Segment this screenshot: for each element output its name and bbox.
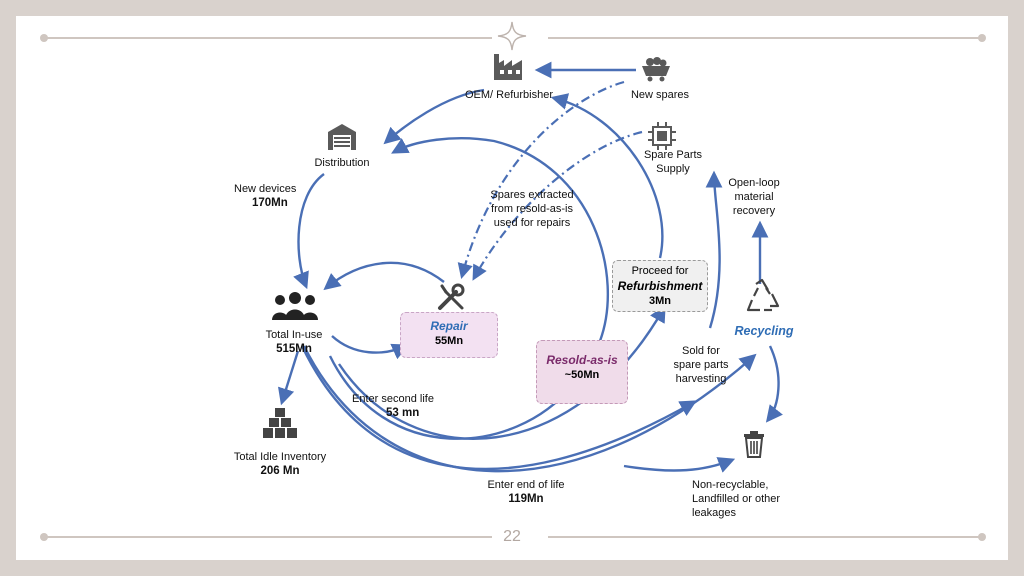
- resold-value: ~50Mn: [564, 369, 600, 381]
- new-spares-label: New spares: [630, 89, 690, 101]
- new-devices-label: New devices 170Mn: [234, 182, 324, 210]
- open-loop-line2: material: [734, 191, 774, 203]
- sold-for-spare-line3: harvesting: [675, 373, 727, 385]
- sold-for-spare-label: Sold for spare parts harvesting: [658, 344, 744, 386]
- repair-title: Repair: [430, 319, 468, 333]
- resold-title: Resold-as-is: [546, 353, 618, 367]
- trash-icon: [744, 431, 764, 458]
- boxes-icon: [263, 408, 297, 438]
- spare-parts-line2: Supply: [656, 163, 690, 175]
- bottom-rule-right: [548, 536, 980, 538]
- end-of-life-label: Enter end of life 119Mn: [476, 478, 576, 506]
- spares-extracted-label: Spares extracted from resold-as-is used …: [472, 188, 592, 230]
- non-recyclable-line1: Non-recyclable,: [692, 479, 769, 491]
- bottom-rule-left: [44, 536, 492, 538]
- repair-value: 55Mn: [434, 335, 464, 347]
- sold-for-spare-line2: spare parts: [673, 359, 729, 371]
- resold-box: Resold-as-is ~50Mn: [536, 340, 628, 404]
- recycle-icon: [746, 278, 780, 312]
- bottom-dot-right: [978, 533, 986, 541]
- total-in-use-text: Total In-use: [265, 329, 323, 341]
- top-rule-right: [548, 37, 980, 39]
- spares-extracted-line1: Spares extracted: [490, 189, 574, 201]
- diagram-arrows: [278, 61, 783, 473]
- mine-cart-icon: [642, 57, 670, 82]
- top-dot-right: [978, 34, 986, 42]
- idle-inventory-value: 206 Mn: [260, 465, 300, 477]
- repair-box: Repair 55Mn: [400, 312, 498, 358]
- star-ornament-icon: [497, 21, 527, 51]
- circular-flow-diagram: OEM/ Refurbisher New spares Distribution…: [154, 46, 870, 530]
- warehouse-icon: [328, 124, 356, 150]
- page-number: 22: [503, 528, 521, 545]
- total-in-use-value: 515Mn: [276, 343, 312, 355]
- slide: [16, 16, 1008, 560]
- top-rule-left: [44, 37, 492, 39]
- distribution-label: Distribution: [314, 157, 370, 169]
- spare-parts-supply-label: Spare Parts Supply: [628, 148, 718, 176]
- spare-parts-line1: Spare Parts: [643, 149, 703, 161]
- second-life-label: Enter second life 53 mn: [352, 392, 462, 420]
- non-recyclable-label: Non-recyclable, Landfilled or other leak…: [692, 478, 812, 520]
- open-loop-line3: recovery: [732, 205, 776, 217]
- recycling-label: Recycling: [734, 324, 794, 338]
- open-loop-line1: Open-loop: [728, 177, 780, 189]
- end-of-life-value: 119Mn: [508, 493, 544, 505]
- bottom-dot-left: [40, 533, 48, 541]
- second-life-text: Enter second life: [352, 393, 434, 405]
- total-in-use-label: Total In-use 515Mn: [254, 328, 334, 356]
- chip-icon: [648, 122, 676, 150]
- oem-refurbisher-label: OEM/ Refurbisher: [464, 89, 554, 101]
- people-icon: [272, 292, 318, 320]
- non-recyclable-line2: Landfilled or other: [692, 493, 781, 505]
- new-devices-value: 170Mn: [252, 197, 288, 209]
- new-devices-text: New devices: [234, 183, 297, 195]
- idle-inventory-label: Total Idle Inventory 206 Mn: [220, 450, 340, 478]
- idle-inventory-text: Total Idle Inventory: [233, 451, 327, 463]
- refurbishment-value: 3Mn: [649, 295, 671, 307]
- non-recyclable-line3: leakages: [692, 507, 737, 519]
- refurbishment-pre: Proceed for: [631, 265, 689, 277]
- refurbishment-title: Refurbishment: [617, 279, 703, 293]
- open-loop-label: Open-loop material recovery: [714, 176, 794, 218]
- end-of-life-text: Enter end of life: [487, 479, 565, 491]
- spares-extracted-line2: from resold-as-is: [491, 203, 573, 215]
- spares-extracted-line3: used for repairs: [493, 217, 571, 229]
- refurbishment-box: Proceed for Refurbishment 3Mn: [612, 260, 708, 312]
- top-dot-left: [40, 34, 48, 42]
- second-life-value: 53 mn: [386, 407, 420, 419]
- sold-for-spare-line1: Sold for: [682, 345, 720, 357]
- wrench-screwdriver-icon: [438, 283, 465, 310]
- factory-icon: [494, 54, 522, 80]
